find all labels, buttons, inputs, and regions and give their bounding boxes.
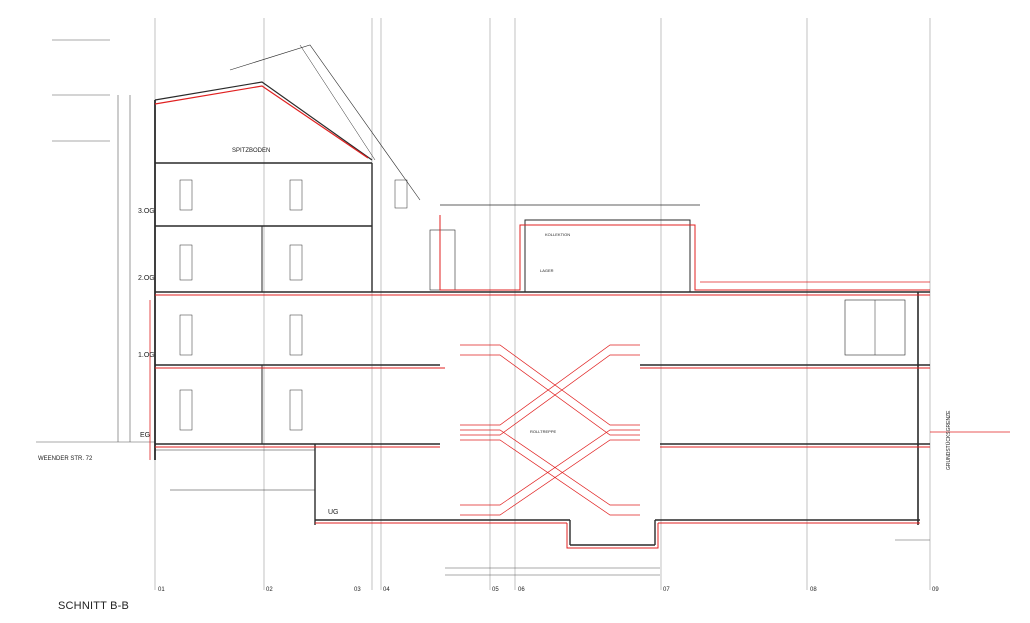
axis-label-07: 07	[663, 587, 670, 593]
axis-label-03: 03	[354, 587, 361, 593]
new-construction	[149, 85, 930, 549]
escalator-group	[460, 344, 640, 516]
axis-label-01: 01	[158, 587, 165, 593]
street-label: WEENDER STR. 72	[38, 456, 93, 462]
property-line-label: GRUNDSTÜCKSGRENZE	[945, 410, 952, 470]
storey-label-ug: UG	[328, 509, 339, 516]
storey-label-1og: 1.OG	[138, 352, 155, 359]
axis-label-04: 04	[383, 587, 390, 593]
storey-label-eg: EG	[140, 432, 150, 439]
level-markers	[36, 39, 155, 443]
drawing-title: SCHNITT B-B	[58, 600, 130, 612]
attic-room-label: SPITZBODEN	[232, 148, 270, 154]
room-label-kollektion: KOLLEKTION	[545, 232, 570, 237]
axis-label-05: 05	[492, 587, 499, 593]
room-label-rolltreppe: ROLLTREPPE	[530, 429, 556, 434]
dimension-chain	[445, 539, 930, 576]
room-label-lager: LAGER	[540, 268, 554, 273]
axis-label-02: 02	[266, 587, 273, 593]
storey-label-2og: 2.OG	[138, 275, 155, 282]
axis-grid	[154, 18, 931, 590]
axis-label-09: 09	[932, 587, 939, 593]
existing-building	[154, 44, 930, 546]
storey-label-3og: 3.OG	[138, 208, 155, 215]
axis-label-06: 06	[518, 587, 525, 593]
axis-label-08: 08	[810, 587, 817, 593]
